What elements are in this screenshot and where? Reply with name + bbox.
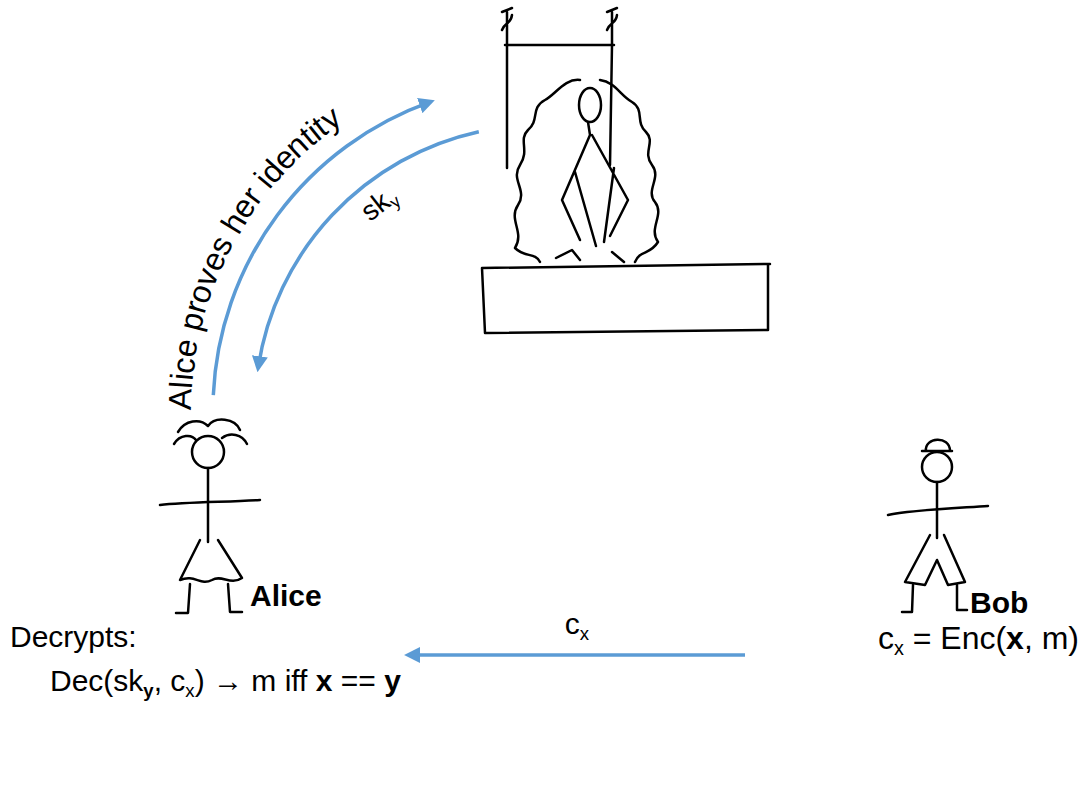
caption-letter: A: [164, 388, 197, 410]
alice-body: [207, 468, 210, 542]
alice-figure: [160, 420, 260, 613]
authority-hair: [600, 80, 658, 262]
key-arc: [258, 132, 479, 368]
step-heading: Decrypts:: [10, 620, 137, 655]
text-run: ) → m iff: [195, 664, 316, 697]
decryption-formula: Dec(sky, cx) → m iff x == y: [50, 664, 401, 699]
text-run: x: [185, 680, 194, 701]
request-arc: [213, 102, 430, 395]
alice-skirt: [180, 540, 242, 582]
message-arrow: [409, 653, 745, 657]
text-run: c: [878, 620, 894, 656]
text-run: c: [565, 607, 580, 640]
alice-arms: [160, 500, 260, 505]
text-run: , c: [154, 664, 186, 697]
alice-hair: [174, 420, 247, 444]
authority-head: [579, 88, 601, 122]
alice-legs: [176, 584, 242, 613]
authority-hands: [556, 250, 624, 262]
text-run: x: [894, 637, 904, 659]
text-run: = Enc(: [904, 620, 1006, 656]
text-run: x: [316, 664, 333, 697]
text-run: sk: [354, 185, 395, 227]
text-run: Bob: [970, 586, 1028, 619]
person-name: Bob: [970, 586, 1028, 621]
bob-legs: [902, 585, 967, 612]
bob-head: [922, 452, 952, 482]
authority-hair: [515, 80, 580, 262]
text-run: x: [580, 623, 589, 644]
authority-body: [562, 122, 628, 246]
text-run: Decrypts:: [10, 620, 137, 653]
text-run: y: [384, 664, 401, 697]
text-run: Dec(sk: [50, 664, 143, 697]
text-run: Alice: [250, 579, 322, 612]
text-run: x: [1006, 620, 1024, 656]
person-figure: Bobcx = Enc(x, m): [745, 430, 1085, 665]
throne-finial: [502, 8, 512, 45]
text-run: ==: [332, 664, 384, 697]
alice-head: [192, 436, 224, 468]
text-run: y: [143, 680, 153, 701]
message-label: cx: [565, 607, 589, 642]
person-name: Alice: [250, 579, 322, 614]
desk: [482, 264, 770, 333]
bob-shorts: [905, 535, 965, 585]
encryption-formula: cx = Enc(x, m): [878, 620, 1079, 657]
throne-finial: [607, 8, 617, 45]
bob-hat: [922, 440, 952, 451]
text-run: , m): [1024, 620, 1079, 656]
bob-arms: [888, 506, 988, 515]
person-figure: AliceDecrypts: Dec(sky, cx) → m iff x == …: [6, 415, 409, 707]
authority-figure: [482, 8, 770, 333]
throne-back: [505, 45, 614, 168]
